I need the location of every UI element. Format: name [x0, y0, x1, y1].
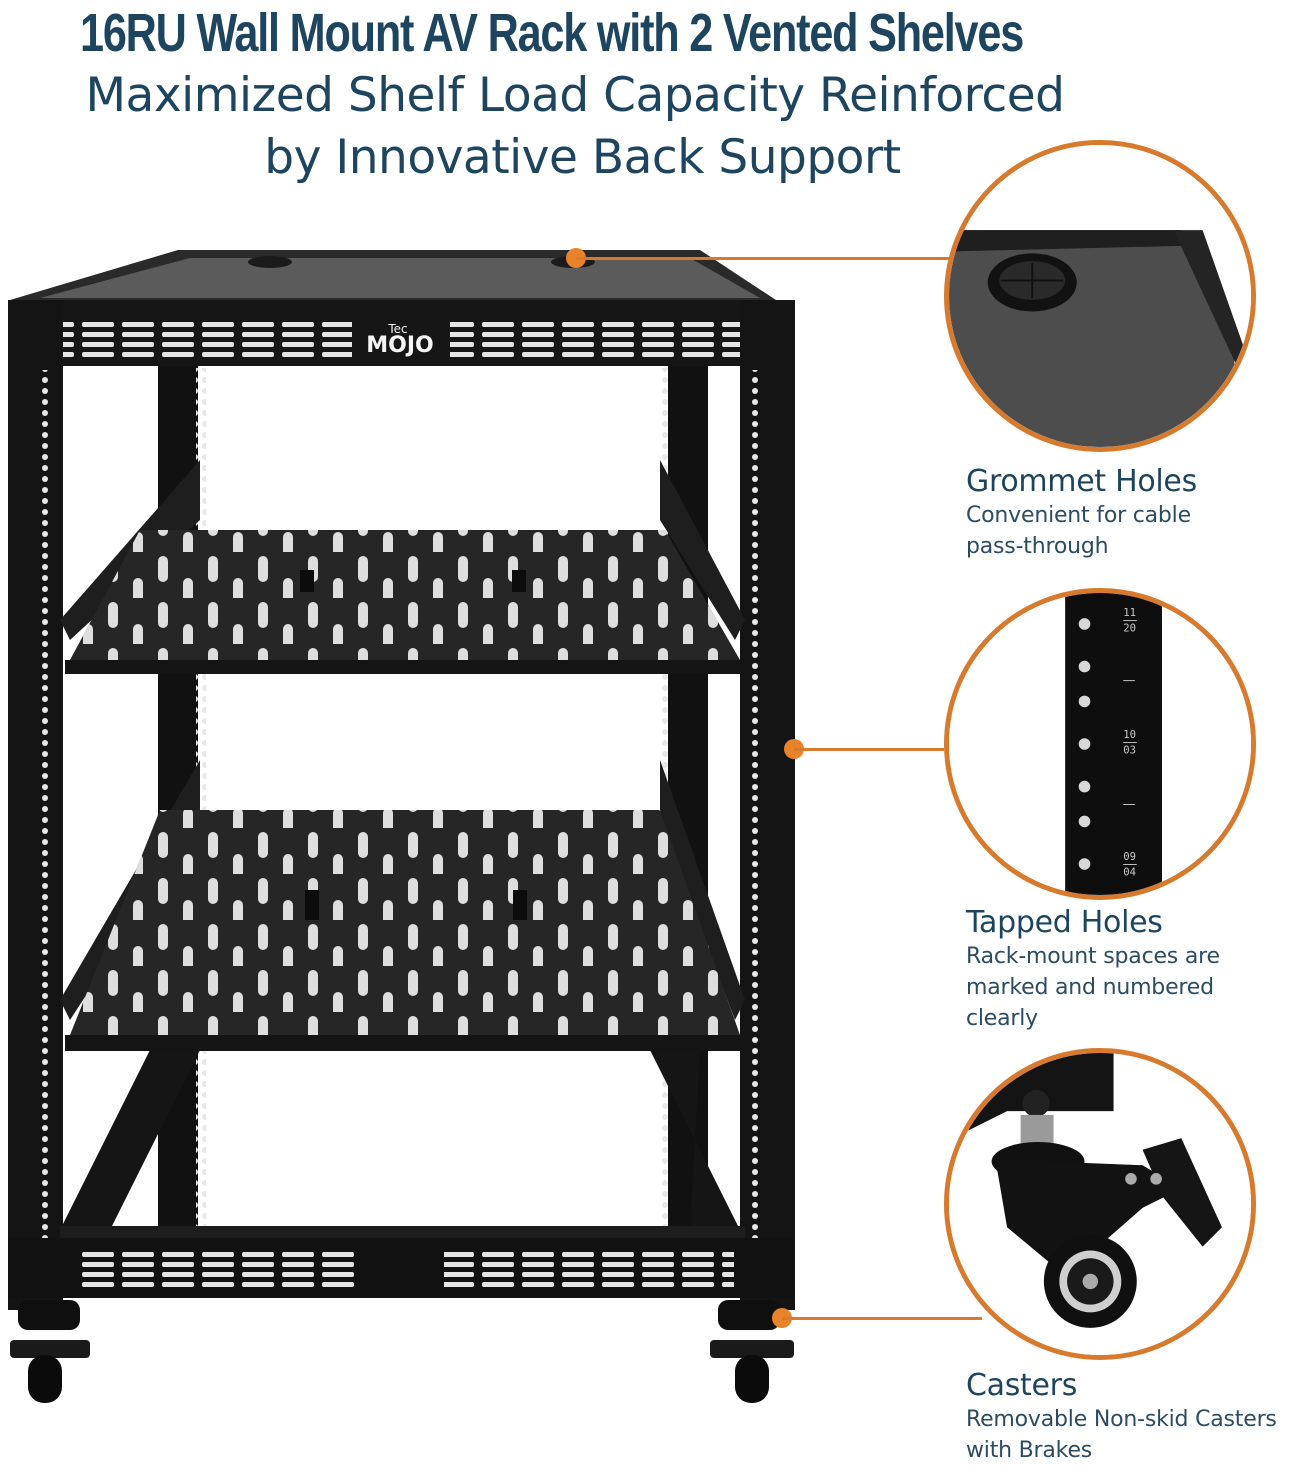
grommet-description: Convenient for cable pass-through [966, 503, 1191, 559]
tapped-holes-feature: Tapped Holes Rack-mount spaces are marke… [966, 905, 1220, 1034]
rail-label-11: 11 [1123, 606, 1136, 619]
grommet-feature: Grommet Holes Convenient for cable pass-… [966, 464, 1197, 562]
caster-detail-icon [944, 1048, 1256, 1360]
grommet-leader-line [576, 257, 950, 260]
tapped-holes-title: Tapped Holes [966, 905, 1163, 940]
rail-label-03: 03 [1123, 744, 1136, 757]
subtitle-line-1: Maximized Shelf Load Capacity Reinforced [85, 68, 1065, 123]
casters-leader-line [782, 1317, 982, 1320]
rail-label-04: 04 [1123, 866, 1136, 879]
tapped-holes-detail-icon: 11 20 10 03 09 04 [944, 588, 1256, 900]
tapped-holes-leader-line [794, 748, 944, 751]
brand-logo: MOJO [366, 333, 433, 358]
casters-description: Removable Non-skid Casters with Brakes [966, 1407, 1277, 1463]
rack-illustration: Tec MOJO [0, 230, 800, 1410]
rail-label-10: 10 [1123, 728, 1136, 741]
rail-label-09: 09 [1123, 850, 1136, 863]
subtitle-line-2: by Innovative Back Support [264, 130, 901, 185]
grommet-title: Grommet Holes [966, 464, 1197, 499]
casters-feature: Casters Removable Non-skid Casters with … [966, 1368, 1277, 1466]
brand-logo-small: Tec [387, 322, 407, 336]
grommet-detail-icon [944, 140, 1256, 452]
rail-label-20: 20 [1123, 622, 1136, 635]
page-title: 16RU Wall Mount AV Rack with 2 Vented Sh… [80, 3, 1024, 63]
casters-title: Casters [966, 1368, 1078, 1403]
tapped-holes-description: Rack-mount spaces are marked and numbere… [966, 944, 1220, 1031]
